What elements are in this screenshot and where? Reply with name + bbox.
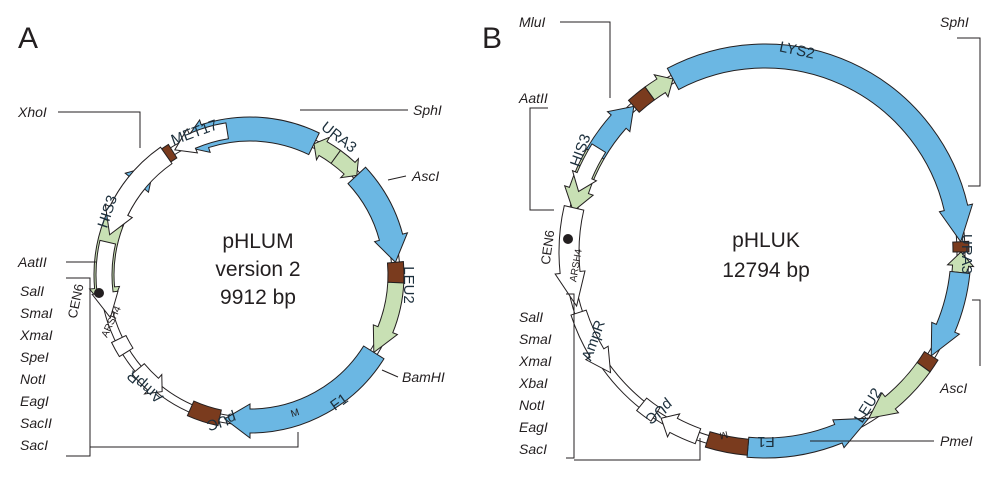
pHLUK-puc-origin xyxy=(570,309,612,374)
pHLUM-leu2-label: LEU2 xyxy=(400,266,417,304)
pHLUM-mcs-site: SalI xyxy=(20,283,44,299)
pHLUM-aatii-site: AatII xyxy=(17,254,47,270)
pHLUK-cen6-label: CEN6 xyxy=(538,229,558,265)
pHLUK-mlui-site: MluI xyxy=(519,14,546,30)
pHLUK-mcs-leader xyxy=(574,438,701,461)
pHLUK-mcs-site: XbaI xyxy=(518,375,548,391)
pHLUM-mcs-site: SacI xyxy=(20,437,48,453)
pHLUK-mcs-site: XmaI xyxy=(518,353,552,369)
pHLUK-sphi-marker xyxy=(952,240,970,253)
pHLUK-size: 12794 bp xyxy=(722,259,810,282)
pHLUM-size: 9912 bp xyxy=(220,286,296,309)
pHLUM-mcs-site: NotI xyxy=(20,371,46,387)
pHLUM-leu2-promoter xyxy=(372,281,405,354)
pHLUM-version: version 2 xyxy=(215,258,300,281)
pHLUM-mcs-site: SpeI xyxy=(20,349,49,365)
pHLUK-aatii-site: AatII xyxy=(518,90,548,106)
pHLUK-mcs-site: EagI xyxy=(519,419,548,435)
pHLUK-mlui-leader xyxy=(560,21,611,98)
pHLUK-mcs-site: SalI xyxy=(519,309,543,325)
pHLUK-name: pHLUK xyxy=(732,229,800,252)
pHLUK-cen6-dot xyxy=(563,234,573,244)
pHLUM-bamhi-marker xyxy=(186,400,222,427)
pHLUK-ura3-promoter xyxy=(946,251,975,274)
pHLUM-mcs-leader xyxy=(90,432,299,448)
pHLUM-cen6-label: CEN6 xyxy=(65,283,87,320)
pHLUK-mcs-list: SalI SmaI XmaI XbaI NotI EagI SacI xyxy=(518,309,552,457)
pHLUK-m-element xyxy=(635,397,661,422)
pHLUM-f1-origin xyxy=(131,362,163,395)
pHLUK-pmei-marker xyxy=(704,431,750,456)
pHLUM-ura3-promoter xyxy=(330,149,360,179)
pHLUM-mcs-site: XmaI xyxy=(19,327,53,343)
pHLUM-sphi-site: SphI xyxy=(413,102,442,118)
panel-a-letter: A xyxy=(18,22,38,55)
pHLUK-mcs-site: SacI xyxy=(519,441,547,457)
pHLUK-aatii-leader xyxy=(529,107,554,211)
pHLUK-lys2-promoter xyxy=(644,74,674,101)
pHLUM-ampr-gene xyxy=(104,146,173,236)
pHLUM-name: pHLUM xyxy=(222,230,293,253)
pHLUM-xhoi-leader xyxy=(58,111,141,148)
pHLUK-ura3-label: URA3 xyxy=(958,234,975,274)
pHLUK-ampr-gene xyxy=(554,205,586,308)
pHLUK-sphi-site: SphI xyxy=(940,14,969,30)
pHLUM-asci-leader xyxy=(387,175,407,181)
pHLUK-pmei-site: PmeI xyxy=(940,433,973,449)
pHLUK-leu2-promoter xyxy=(867,361,931,419)
pHLUK-mcs-site: SmaI xyxy=(519,331,552,347)
panel-b: B HIS3 LYS2 URA3 LEU2 F1 M pUC AmpR ARSH… xyxy=(482,14,981,461)
pHLUM-mcs-bracket xyxy=(66,277,91,457)
pHLUK-lys2-gene xyxy=(666,43,974,243)
pHLUK-asci-leader xyxy=(972,299,981,366)
pHLUM-leu2-gene xyxy=(223,345,385,440)
pHLUK-mcs-site: NotI xyxy=(519,397,545,413)
pHLUM-asci-site: AscI xyxy=(411,168,439,184)
pHLUK-his3-gene xyxy=(585,105,635,160)
pHLUM-cen6-dot xyxy=(94,288,104,298)
pHLUM-bamhi-leader xyxy=(381,369,399,378)
pHLUK-asci-site: AscI xyxy=(939,380,967,396)
pHLUM-ura3-gene xyxy=(347,166,409,264)
pHLUK-ura3-gene xyxy=(930,270,971,357)
pHLUK-leu2-gene xyxy=(746,417,870,459)
panel-b-letter: B xyxy=(482,22,502,55)
pHLUM-m-label: M xyxy=(290,407,301,420)
pHLUM-bamhi-site: BamHI xyxy=(402,369,445,385)
pHLUK-f1-origin xyxy=(660,413,702,445)
pHLUK-arsh4 xyxy=(571,143,607,193)
pHLUK-f1-label: F1 xyxy=(757,433,775,450)
pHLUK-mcs-bracket xyxy=(566,293,575,459)
pHLUM-mcs-site: SacII xyxy=(20,415,52,431)
pHLUM-mcs-list: SalI SmaI XmaI SpeI NotI EagI SacII SacI xyxy=(19,283,53,453)
pHLUM-met17-promoter xyxy=(313,136,342,165)
pHLUK-m-label: M xyxy=(718,428,729,441)
pHLUM-arsh4 xyxy=(173,122,229,154)
pHLUM-m-element xyxy=(110,334,134,358)
pHLUK-sphi-leader xyxy=(957,37,981,187)
pHLUM-xhoi-site: XhoI xyxy=(17,104,47,120)
pHLUM-mcs-site: EagI xyxy=(20,393,49,409)
panel-a: A HIS3 MET17 URA3 LEU2 F1 M pUC AmpR ARS… xyxy=(17,22,445,457)
pHLUM-puc-origin xyxy=(91,239,119,319)
pHLUM-mcs-site: SmaI xyxy=(20,305,53,321)
